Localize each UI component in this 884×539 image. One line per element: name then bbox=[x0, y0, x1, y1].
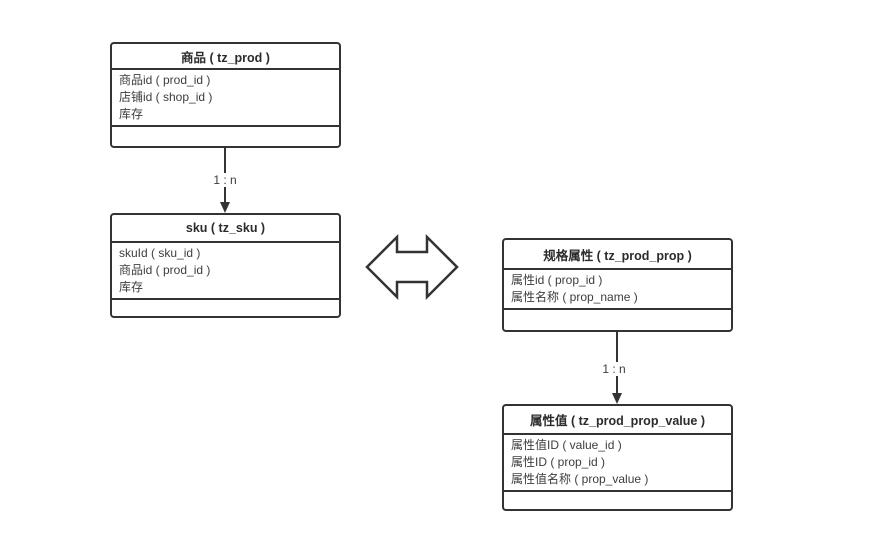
table-tz-prod-fields: 商品id ( prod_id ) 店铺id ( shop_id ) 库存 bbox=[112, 70, 339, 127]
table-tz-sku-fields: skuId ( sku_id ) 商品id ( prod_id ) 库存 bbox=[112, 243, 339, 300]
arrowhead-down-icon bbox=[220, 202, 230, 213]
table-empty-section bbox=[112, 127, 339, 146]
table-field: 库存 bbox=[119, 280, 144, 294]
table-field: 属性值名称 ( prop_value ) bbox=[511, 472, 649, 486]
table-field: 属性id ( prop_id ) bbox=[511, 273, 603, 287]
table-tz-prod-prop-value-title: 属性值 ( tz_prod_prop_value ) bbox=[504, 406, 731, 435]
arrowhead-down-icon bbox=[612, 393, 622, 404]
table-field: 库存 bbox=[119, 107, 144, 121]
table-empty-section bbox=[504, 310, 731, 330]
table-field: 属性ID ( prop_id ) bbox=[511, 455, 606, 469]
table-tz-prod-prop-value-fields: 属性值ID ( value_id ) 属性ID ( prop_id ) 属性值名… bbox=[504, 435, 731, 492]
table-empty-section bbox=[504, 492, 731, 509]
table-tz-prod-prop-title: 规格属性 ( tz_prod_prop ) bbox=[504, 240, 731, 270]
table-tz-sku-title: sku ( tz_sku ) bbox=[112, 215, 339, 243]
table-field: 属性值ID ( value_id ) bbox=[511, 438, 622, 452]
left-right-arrow-polygon bbox=[365, 233, 459, 301]
connector-label-prop-propvalue: 1 : n bbox=[599, 362, 629, 376]
table-tz-prod-prop-value[interactable]: 属性值 ( tz_prod_prop_value ) 属性值ID ( value… bbox=[502, 404, 733, 511]
left-right-arrow-shape[interactable] bbox=[360, 228, 464, 308]
table-field: skuId ( sku_id ) bbox=[119, 246, 201, 260]
table-empty-section bbox=[112, 300, 339, 316]
table-field: 店铺id ( shop_id ) bbox=[119, 90, 213, 104]
table-tz-prod-title: 商品 ( tz_prod ) bbox=[112, 44, 339, 70]
table-tz-sku[interactable]: sku ( tz_sku ) skuId ( sku_id ) 商品id ( p… bbox=[110, 213, 341, 318]
table-field: 商品id ( prod_id ) bbox=[119, 263, 211, 277]
table-tz-prod-prop[interactable]: 规格属性 ( tz_prod_prop ) 属性id ( prop_id ) 属… bbox=[502, 238, 733, 332]
table-tz-prod-prop-fields: 属性id ( prop_id ) 属性名称 ( prop_name ) bbox=[504, 270, 731, 310]
connector-label-prod-sku: 1 : n bbox=[210, 173, 240, 187]
table-tz-prod[interactable]: 商品 ( tz_prod ) 商品id ( prod_id ) 店铺id ( s… bbox=[110, 42, 341, 148]
table-field: 商品id ( prod_id ) bbox=[119, 73, 211, 87]
table-field: 属性名称 ( prop_name ) bbox=[511, 290, 638, 304]
